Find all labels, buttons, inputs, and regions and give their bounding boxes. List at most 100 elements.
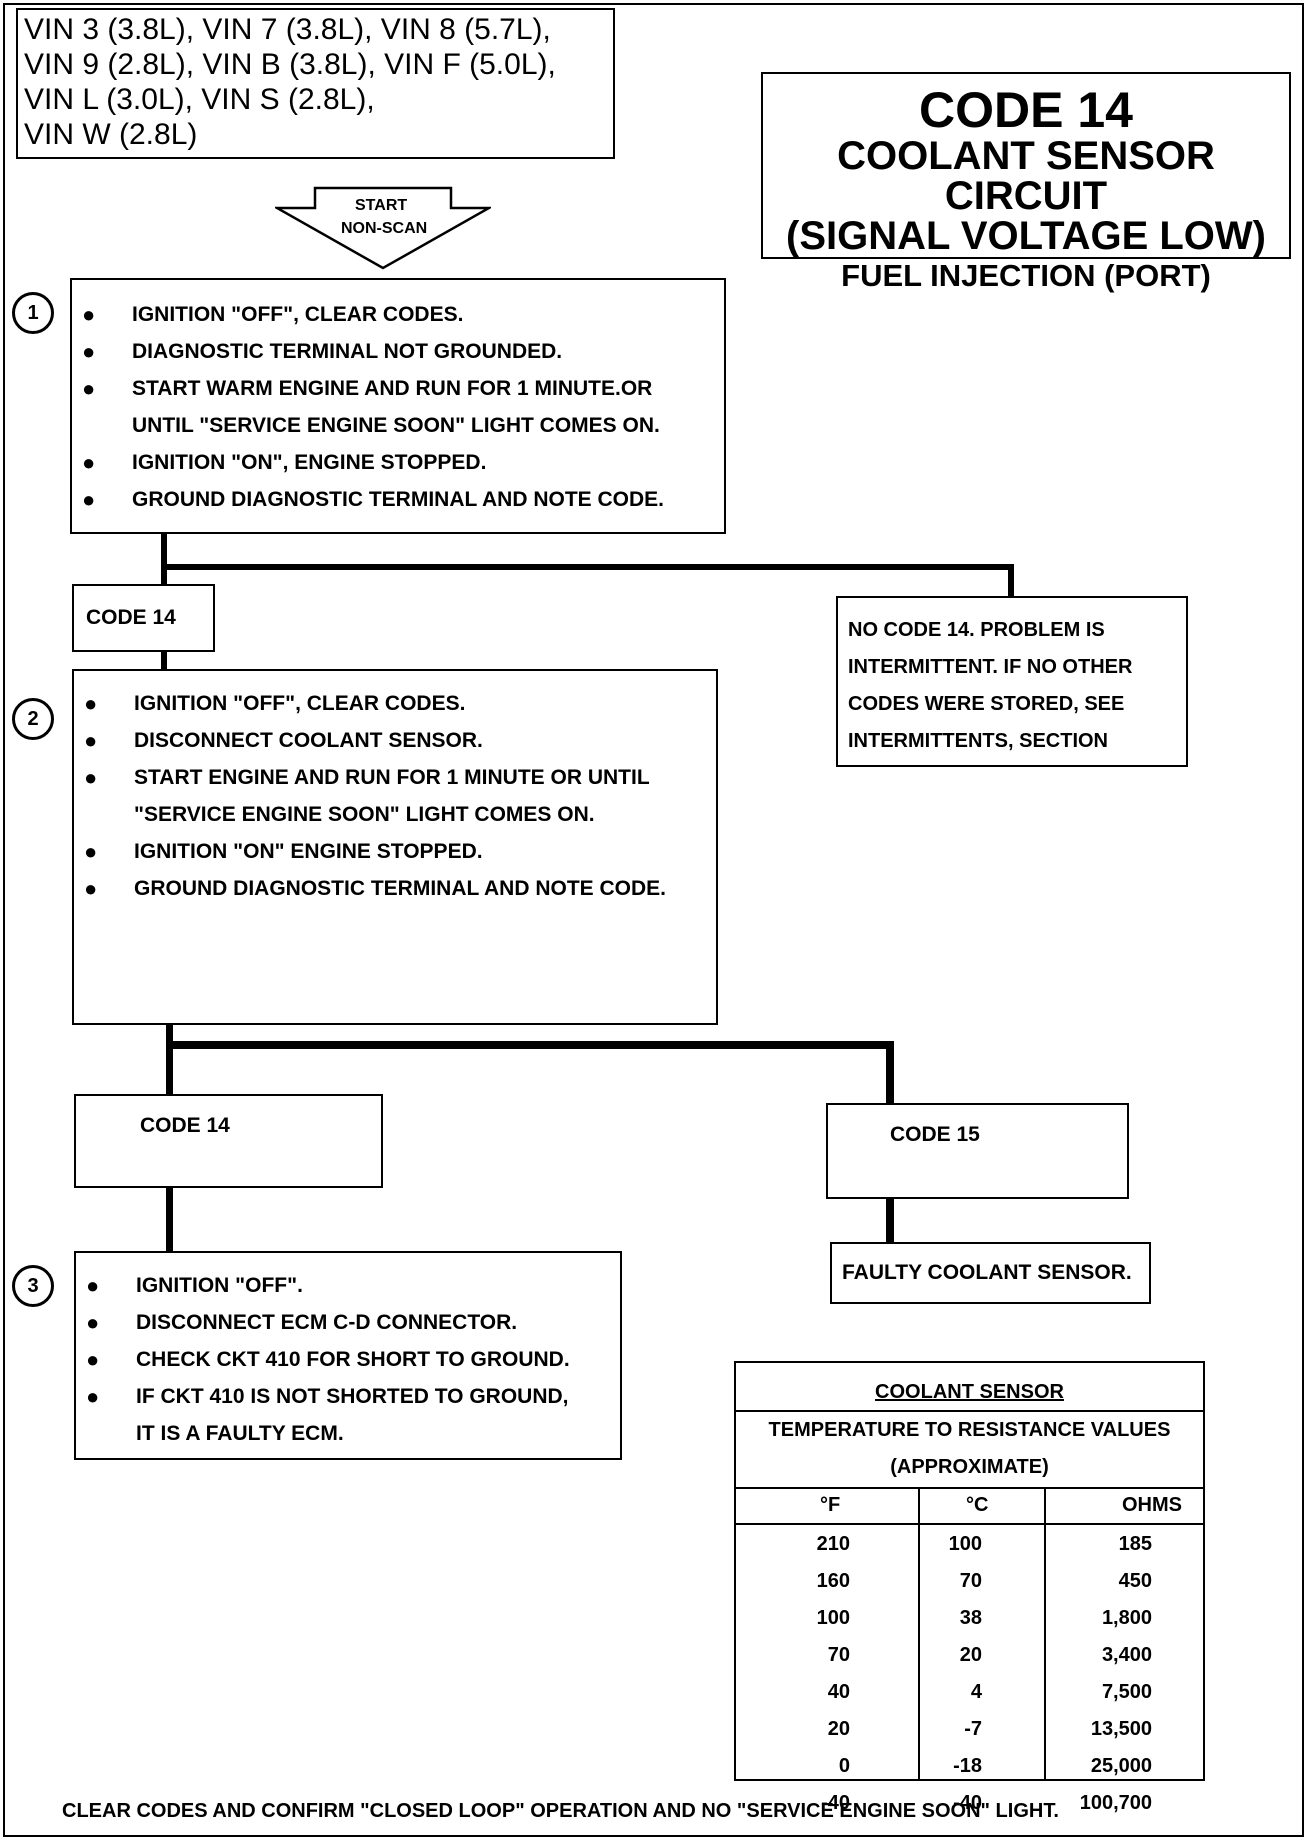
step-2-box: ●IGNITION "OFF", CLEAR CODES. ●DISCONNEC… [72,669,718,1025]
bullet-icon: ● [82,302,96,327]
list-item: ●IF CKT 410 IS NOT SHORTED TO GROUND, [76,1378,620,1415]
bullet-icon: ● [84,765,98,790]
table-title: COOLANT SENSOR [875,1381,1064,1403]
list-item: ●IGNITION "ON", ENGINE STOPPED. [72,444,724,481]
no-code-line: NO CODE 14. PROBLEM IS [848,619,1105,641]
table-divider [736,1487,1203,1489]
bullet-icon: ● [86,1347,100,1372]
vin-line: VIN L (3.0L), VIN S (2.8L), [24,83,375,116]
step-1-list: ●IGNITION "OFF", CLEAR CODES. ●DIAGNOSTI… [72,296,724,518]
code-14-box-1: CODE 14 [72,584,215,652]
connector-line [886,1041,894,1103]
connector-line [166,1025,173,1094]
bullet-icon: ● [82,450,96,475]
list-item: ●IGNITION "OFF", CLEAR CODES. [74,685,716,722]
connector-line [161,564,1014,570]
bullet-icon: ● [84,839,98,864]
step-2-list: ●IGNITION "OFF", CLEAR CODES. ●DISCONNEC… [74,685,716,907]
list-item: ●CHECK CKT 410 FOR SHORT TO GROUND. [76,1341,620,1378]
table-cell: 38 [959,1607,982,1629]
list-item: ●GROUND DIAGNOSTIC TERMINAL AND NOTE COD… [74,870,716,907]
step-3-number: 3 [12,1265,54,1307]
bullet-icon: ● [84,728,98,753]
list-item: ●DISCONNECT COOLANT SENSOR. [74,722,716,759]
table-subtitle: TEMPERATURE TO RESISTANCE VALUES [768,1419,1171,1441]
title-line: FUEL INJECTION (PORT) [841,258,1211,293]
connector-line [161,534,167,584]
bullet-icon: ● [86,1273,100,1298]
table-cell: 4 [970,1681,982,1703]
table-cell: 450 [1118,1570,1152,1592]
table-header-f: °F [820,1494,841,1516]
bullet-icon: ● [82,487,96,512]
connector-line [161,652,167,669]
list-item: IT IS A FAULTY ECM. [136,1422,344,1445]
step-3-box: ●IGNITION "OFF". ●DISCONNECT ECM C-D CON… [74,1251,622,1460]
step-1-number: 1 [12,292,54,334]
connector-line [166,1188,173,1251]
start-arrow [275,186,491,270]
table-divider [736,1523,1203,1525]
list-item: ●DIAGNOSTIC TERMINAL NOT GROUNDED. [72,333,724,370]
table-cell: 20 [959,1644,982,1666]
vin-line: VIN W (2.8L) [24,118,198,151]
start-label: START [355,197,408,214]
coolant-sensor-table: COOLANT SENSOR TEMPERATURE TO RESISTANCE… [734,1361,1205,1814]
table-column-divider [918,1487,920,1779]
table-cell: 25,000 [1090,1755,1152,1777]
table-cell: 160 [816,1570,850,1592]
table-cell: 185 [1118,1533,1152,1555]
no-code-line: INTERMITTENT. IF NO OTHER [848,656,1133,678]
code-14-label: CODE 14 [86,606,176,629]
bullet-icon: ● [84,876,98,901]
table-subtitle: (APPROXIMATE) [890,1456,1049,1478]
connector-line [166,1041,894,1049]
bullet-icon: ● [82,339,96,364]
table-cell: 100 [948,1533,982,1555]
step-2-number: 2 [12,698,54,740]
table-cell: 100 [816,1607,850,1629]
table-cell: 100,700 [1079,1792,1152,1814]
code-15-box: CODE 15 [826,1103,1129,1199]
table-column-divider [1044,1487,1046,1779]
list-item: ●START ENGINE AND RUN FOR 1 MINUTE OR UN… [74,759,716,796]
bullet-icon: ● [84,691,98,716]
footer-instruction: CLEAR CODES AND CONFIRM "CLOSED LOOP" OP… [62,1800,1059,1822]
table-cell: 70 [959,1570,982,1592]
table-cell: -40 [953,1792,982,1814]
table-cell: 210 [816,1533,850,1555]
bullet-icon: ● [86,1310,100,1335]
faulty-sensor-box: FAULTY COOLANT SENSOR. [830,1242,1151,1304]
table-cell: -7 [964,1718,982,1740]
page-title: CODE 14 [919,82,1133,138]
title-line: COOLANT SENSOR CIRCUIT [837,134,1215,218]
table-cell: -18 [953,1755,982,1777]
step-3-list: ●IGNITION "OFF". ●DISCONNECT ECM C-D CON… [76,1267,620,1452]
title-line: (SIGNAL VOLTAGE LOW) [786,214,1266,258]
start-label-sub: NON-SCAN [341,220,428,237]
table-cell: 3,400 [1101,1644,1152,1666]
code-14-label: CODE 14 [140,1114,230,1137]
bullet-icon: ● [82,376,96,401]
list-item: ●START WARM ENGINE AND RUN FOR 1 MINUTE.… [72,370,724,407]
code-15-label: CODE 15 [890,1123,980,1146]
table-header-ohms: OHMS [1122,1494,1182,1516]
no-code-box: NO CODE 14. PROBLEM IS INTERMITTENT. IF … [836,596,1188,767]
list-item: "SERVICE ENGINE SOON" LIGHT COMES ON. [134,803,595,826]
list-item: ●IGNITION "OFF". [76,1267,620,1304]
list-item: ●IGNITION "OFF", CLEAR CODES. [72,296,724,333]
vin-line: VIN 3 (3.8L), VIN 7 (3.8L), VIN 8 (5.7L)… [24,13,551,46]
vin-box: VIN 3 (3.8L), VIN 7 (3.8L), VIN 8 (5.7L)… [16,8,615,159]
faulty-sensor-label: FAULTY COOLANT SENSOR. [842,1261,1132,1284]
table-cell: 0 [838,1755,850,1777]
table-cell: 13,500 [1090,1718,1152,1740]
table-cell: 40 [827,1681,850,1703]
table-cell: 7,500 [1101,1681,1152,1703]
no-code-line: CODES WERE STORED, SEE [848,693,1125,715]
table-header-c: °C [966,1494,989,1516]
table-divider [736,1410,1203,1412]
table-cell: 20 [827,1718,850,1740]
code-14-box-2: CODE 14 [74,1094,383,1188]
list-item: ●GROUND DIAGNOSTIC TERMINAL AND NOTE COD… [72,481,724,518]
